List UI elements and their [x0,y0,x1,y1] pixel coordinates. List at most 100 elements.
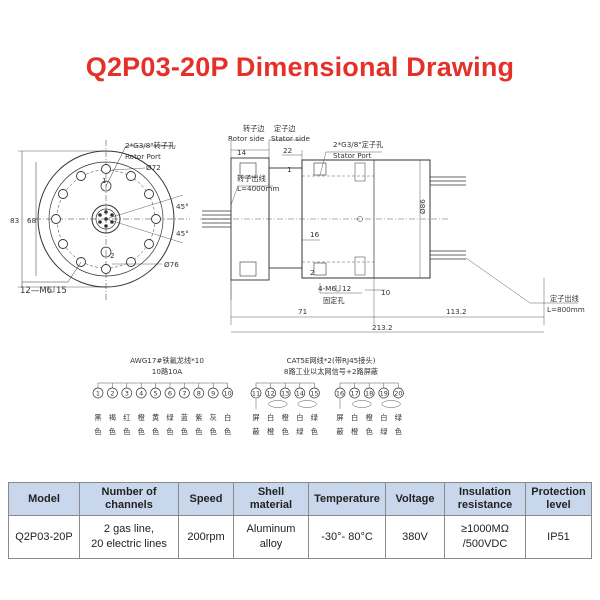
mount-depth: 12 [342,284,351,293]
left-wire-circle [150,387,161,399]
dim-213: 213.2 [372,323,393,332]
left-wire-color-suffix: 色 [123,427,130,436]
right-group2-wire-color: 白 [380,413,387,422]
left-wire-color: 黄 [152,413,159,422]
mount-hole: 4-M6 [318,284,336,293]
left-wire-circle [121,387,133,399]
left-wire-circle [222,387,233,399]
cell-speed: 200rpm [178,515,234,559]
left-wire-color-suffix: 色 [94,427,101,436]
wiring-right: CAT5E网线*2(带RJ45接头) 8路工业以太网信号+2路屏蔽 11屏蔽12… [250,356,404,436]
left-wire-number: 10 [223,390,231,398]
right-group2-wire-number: 20 [394,390,402,398]
right-group2-wire-circle [363,387,375,399]
stator-side-cn: 定子边 [274,124,296,133]
left-wire-color: 绿 [166,413,173,422]
dim-113: 113.2 [446,307,467,316]
left-wire-circle [207,387,219,399]
right-group2-wire-color-suffix: 色 [366,427,373,436]
right-group2-wire-number: 16 [336,390,344,398]
col-protection: Protection level [525,482,592,516]
left-wire-number: 6 [168,390,172,398]
left-wire-color: 蓝 [181,413,188,422]
cat5e-signals: 8路工业以太网信号+2路屏蔽 [284,367,378,376]
cell-insulation: ≥1000MΩ /500VDC [444,515,526,559]
mount-cn: 固定孔 [323,296,345,305]
rotor-wire-cn: 转子出线 [237,174,266,183]
stator-side-label: Stator side [271,134,311,143]
right-group1-twisted-pair [297,400,317,408]
left-wire-color: 黑 [94,413,101,422]
dim-10: 10 [381,288,391,297]
left-wire-circle [179,387,190,399]
col-temperature: Temperature [308,482,386,516]
right-group2-wire-color-suffix: 绿 [380,427,387,436]
dim-16: 16 [310,230,320,239]
right-group1-wire-number: 14 [296,390,304,398]
left-wire-color-suffix: 色 [152,427,159,436]
right-group2-twisted-pair [381,400,401,408]
dim-45: 45° [176,202,189,211]
dim-45b: 45° [176,229,189,238]
right-group2-wire-color-suffix: 色 [395,427,402,436]
rotor-wire-len: L=4000mm [237,184,279,193]
right-group1-wire-color: 绿 [311,413,318,422]
cell-model: Q2P03-20P [8,515,80,559]
rotor-port-label-en: Rotor Port [125,152,161,161]
dim-68: 68 [27,216,37,225]
cat5e-label: CAT5E网线*2(带RJ45接头) [287,356,376,365]
left-wire-number: 3 [125,390,129,398]
cell-channels: 2 gas line, 20 electric lines [79,515,179,559]
spec-header-row: Model Number of channels Speed Shell mat… [8,482,592,516]
dim-dia-76: Ø76 [164,260,179,269]
right-group1-wire-circle [309,387,320,399]
right-group1-wire-circle [279,387,291,399]
left-wire-color: 褐 [109,413,116,422]
dim-dia-86: Ø86 [418,199,427,214]
bolt-depth: 15 [56,286,67,296]
col-speed: Speed [178,482,234,516]
wiring-left: AWG17#铁氟龙线*10 10路10A 1黑色2褐色3红色4橙色5黄色6绿色7… [92,356,233,436]
stator-wire-len: L=800mm [547,305,585,314]
dim-71: 71 [298,307,307,316]
right-group1-wire-circle [294,387,306,399]
dim-1: 1 [102,176,107,185]
front-view [18,140,190,300]
left-wire-color: 橙 [138,413,145,422]
left-wire-number: 4 [139,390,143,398]
right-group2-wire-circle [334,387,346,399]
right-group2-twisted-pair [352,400,372,408]
right-group1-wire-color-suffix: 绿 [296,427,303,436]
right-group1-wire-color-suffix: 蔽 [252,427,259,436]
right-group2-wire-color-suffix: 橙 [351,427,358,436]
right-group2-wire-number: 17 [350,390,358,398]
awg-label: AWG17#铁氟龙线*10 [130,356,204,365]
stator-port-en: Stator Port [333,151,372,160]
right-group2-wire-number: 18 [365,390,373,398]
right-group2-wire-color: 白 [351,413,358,422]
left-wire-number: 1 [96,390,100,398]
dim-dia-72: Ø72 [146,163,161,172]
right-group1-wire-number: 11 [252,390,260,398]
right-group2-wire-color-suffix: 蔽 [336,427,343,436]
cell-temperature: -30°- 80°C [308,515,386,559]
cell-shell: Aluminum alloy [233,515,309,559]
right-group2-wire-color: 绿 [395,413,402,422]
right-group2-wire-circle [349,387,360,399]
left-wire-color: 灰 [210,413,217,422]
left-wire-color: 白 [224,413,231,422]
side-view-labels: 转子边 定子边 Rotor side Stator side 14 22 16 … [228,124,585,332]
col-voltage: Voltage [385,482,445,516]
right-group1-wire-color: 白 [296,413,303,422]
left-wire-color: 紫 [195,413,202,422]
left-wire-circle [193,387,205,399]
left-wire-number: 9 [211,390,215,398]
right-group1-wire-number: 12 [266,390,274,398]
left-wire-number: 7 [182,390,186,398]
stator-port-cn: 2*G3/8"定子孔 [333,140,383,149]
right-group1-wire-color: 橙 [282,413,289,422]
right-group1-wire-circle [265,387,276,399]
rotor-port-label-cn: 2*G3/8"转子孔 [125,141,175,150]
